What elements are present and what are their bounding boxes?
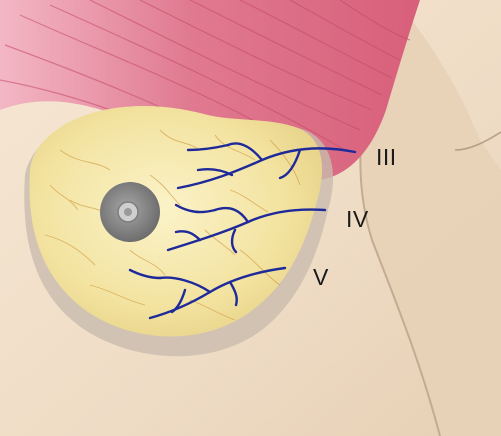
nerve-label-iv: IV — [346, 208, 369, 231]
nerve-label-v: V — [313, 266, 329, 289]
nipple-center — [124, 208, 132, 216]
nerve-label-iii: III — [376, 146, 397, 169]
